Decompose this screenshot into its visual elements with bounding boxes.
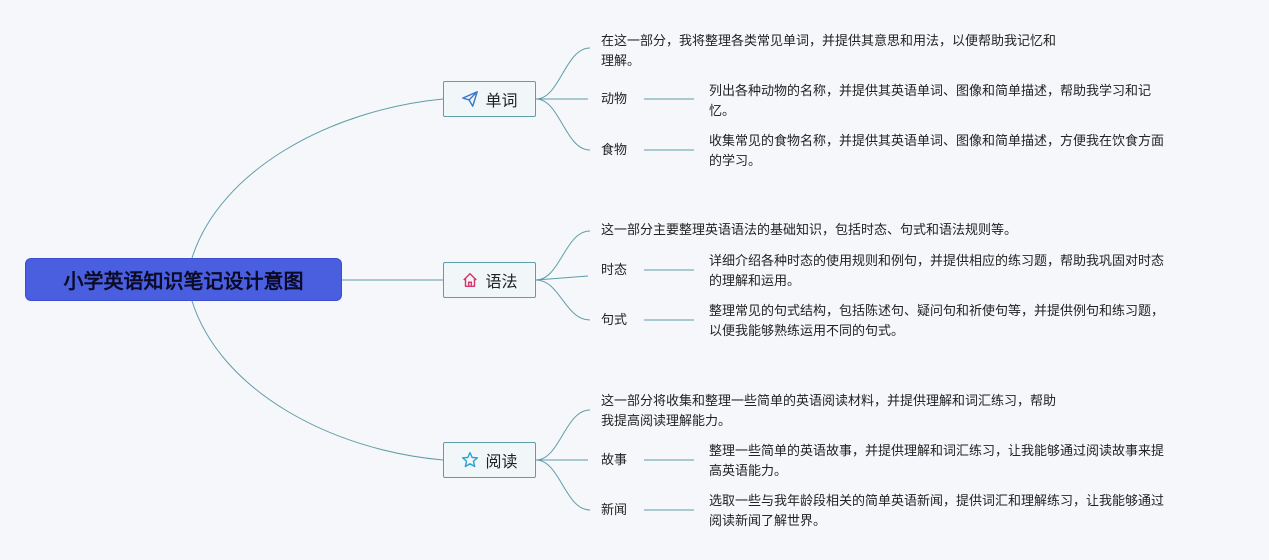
root-topic-label: 小学英语知识笔记设计意图 <box>63 269 304 293</box>
branch-words-label: 单词 <box>485 91 518 110</box>
root-topic[interactable]: 小学英语知识笔记设计意图 <box>25 258 342 301</box>
branch-words-desc[interactable]: 在这一部分，我将整理各类常见单词，并提供其意思和用法，以便帮助我记忆和 理解。 <box>601 34 1057 69</box>
subtopic-sentence[interactable]: 句式 <box>601 313 628 328</box>
subtopic-tense-desc[interactable]: 详细介绍各种时态的使用规则和例句，并提供相应的练习题，帮助我巩固对时态 的理解和… <box>709 254 1165 289</box>
subtopic-news-desc[interactable]: 选取一些与我年龄段相关的简单英语新闻，提供词汇和理解练习，让我能够通过 阅读新闻… <box>709 494 1165 529</box>
branch-reading[interactable]: 阅读 <box>443 442 536 478</box>
connector-grammar-desc <box>535 230 591 281</box>
branch-grammar-desc[interactable]: 这一部分主要整理英语语法的基础知识，包括时态、句式和语法规则等。 <box>601 223 1018 238</box>
connector-words-food <box>535 98 591 151</box>
subtopic-story-desc[interactable]: 整理一些简单的英语故事，并提供理解和词汇练习，让我能够通过阅读故事来提 高英语能… <box>709 444 1165 479</box>
connector-root-to-words <box>191 98 444 259</box>
star-icon <box>461 451 479 469</box>
branch-words[interactable]: 单词 <box>443 81 536 117</box>
branch-reading-label: 阅读 <box>485 452 518 471</box>
connector-reading-desc <box>535 409 591 461</box>
branch-reading-desc[interactable]: 这一部分将收集和整理一些简单的英语阅读材料，并提供理解和词汇练习，帮助 我提高阅… <box>601 394 1057 429</box>
subtopic-food-desc[interactable]: 收集常见的食物名称，并提供其英语单词、图像和简单描述，方便我在饮食方面 的学习。 <box>709 134 1165 169</box>
paper-plane-icon <box>461 90 479 108</box>
connector-grammar-sentence <box>535 279 591 321</box>
connector-words-desc <box>535 47 591 100</box>
subtopic-tense[interactable]: 时态 <box>601 263 628 278</box>
subtopic-food[interactable]: 食物 <box>601 143 628 158</box>
connector-grammar-tense <box>535 275 589 281</box>
subtopic-sentence-desc[interactable]: 整理常见的句式结构，包括陈述句、疑问句和祈使句等，并提供例句和练习题， 以便我能… <box>709 304 1165 339</box>
subtopic-animals[interactable]: 动物 <box>601 92 628 107</box>
connector-reading-news <box>535 459 591 511</box>
connector-root-to-reading <box>191 300 444 461</box>
subtopic-animals-desc[interactable]: 列出各种动物的名称，并提供其英语单词、图像和简单描述，帮助我学习和记 忆。 <box>709 84 1152 119</box>
home-icon <box>461 271 479 289</box>
subtopic-news[interactable]: 新闻 <box>601 503 628 518</box>
branch-grammar[interactable]: 语法 <box>443 262 536 298</box>
subtopic-story[interactable]: 故事 <box>601 453 628 468</box>
branch-grammar-label: 语法 <box>485 272 518 291</box>
